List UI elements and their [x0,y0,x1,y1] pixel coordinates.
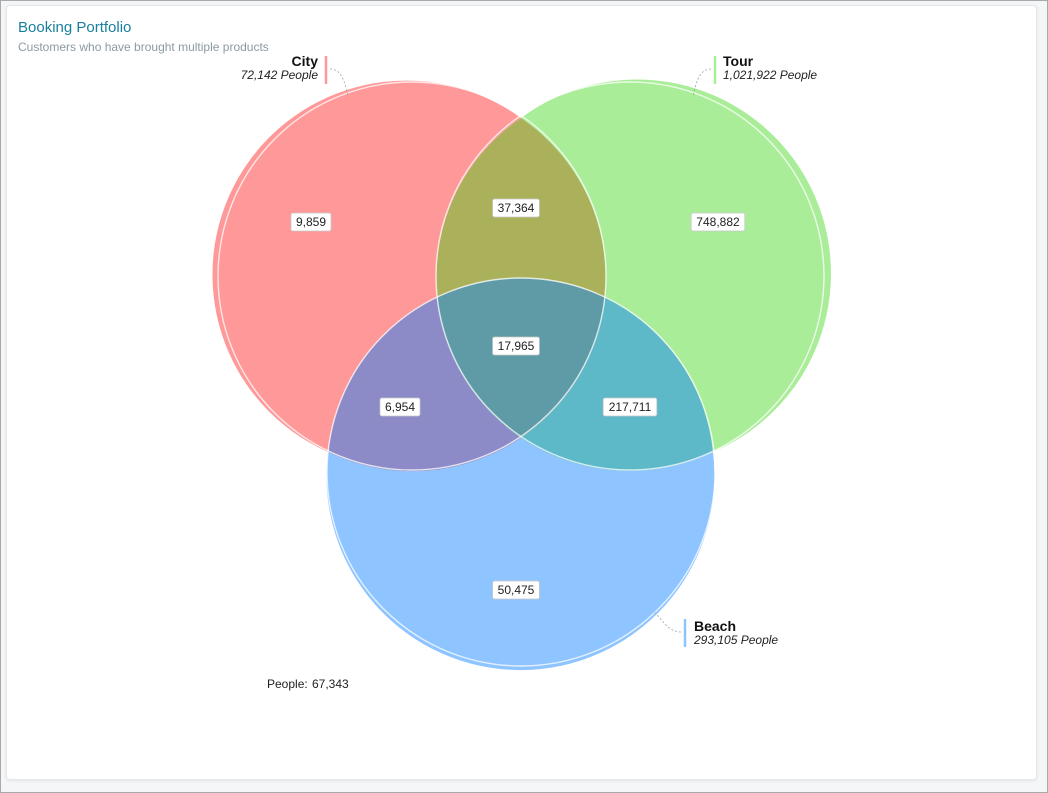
outside-count-label: People: [267,677,308,691]
set-label-beach: Beach [694,618,736,634]
region-beach-value-box [492,580,540,600]
region-tour-value-box [690,212,746,232]
outside-count-value: 67,343 [312,677,349,691]
chart-title: Booking Portfolio [18,19,132,36]
region-city-beach-value: 6,954 [385,400,415,414]
region-city-tour-value-label: 37,364 [492,198,540,218]
region-city[interactable] [212,80,522,453]
region-city-beach-value-box [379,397,421,417]
region-beach[interactable] [326,438,715,671]
leader-line-tour [692,68,712,97]
set-label-city: City [292,53,319,69]
set-total-tour: 1,021,922 People [723,68,817,82]
region-city-value-box [290,212,332,232]
leader-line-city [329,68,349,97]
region-city-tour-beach-value-box [492,336,540,356]
region-tour-value-label: 748,882 [690,212,746,232]
set-label-tour: Tour [723,53,754,69]
region-city-tour-beach-value: 17,965 [498,339,535,353]
circle-outline-beach [326,277,716,667]
region-tour-value: 748,882 [696,215,740,229]
chart-subtitle: Customers who have brought multiple prod… [18,40,269,54]
region-city-value-label: 9,859 [290,212,332,232]
region-beach-value-label: 50,475 [492,580,540,600]
set-total-city: 72,142 People [241,68,319,82]
region-beach-value: 50,475 [498,583,535,597]
region-tour-beach-value-label: 217,711 [602,397,658,417]
region-city-tour-beach-value-label: 17,965 [492,336,540,356]
circle-outline-city [217,81,607,471]
region-tour-beach-value: 217,711 [609,400,652,414]
region-tour-beach-value-box [602,397,658,417]
circle-outline-tour [435,81,825,471]
region-city-tour-value: 37,364 [498,201,535,215]
region-city-beach[interactable] [328,297,521,472]
region-city-beach-value-label: 6,954 [379,397,421,417]
region-tour[interactable] [521,79,831,453]
region-city-value: 9,859 [296,215,326,229]
leader-line-beach [653,611,682,633]
region-city-tour-value-box [492,198,540,218]
set-total-beach: 293,105 People [693,633,778,647]
region-tour-beach[interactable] [521,297,713,472]
